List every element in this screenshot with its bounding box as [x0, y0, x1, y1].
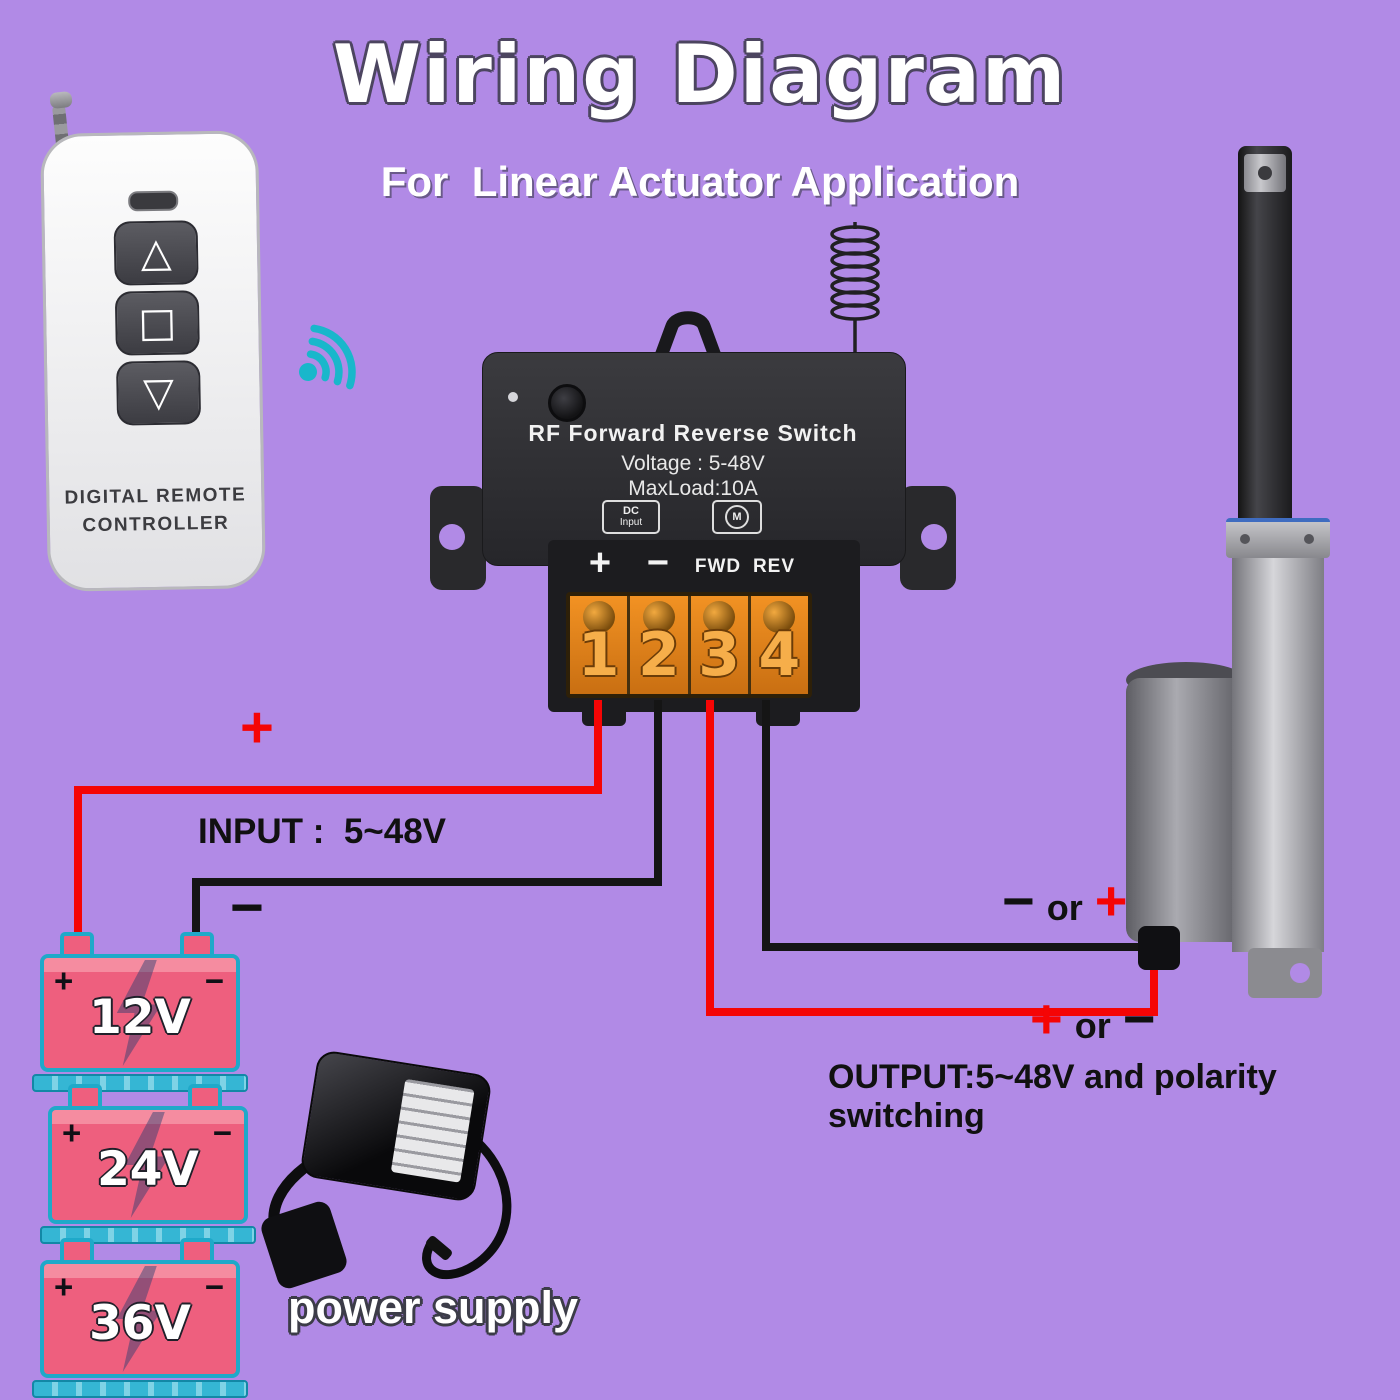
- or-text: or: [1046, 887, 1083, 928]
- bolt-icon: [1304, 534, 1314, 544]
- power-supply-label: power supply: [288, 1282, 579, 1333]
- battery-minus-sign: −: [204, 1268, 224, 1305]
- output-negative-wire: [762, 700, 1154, 951]
- rf-signal-icon: [299, 324, 356, 390]
- battery-plus-sign: +: [54, 1268, 74, 1305]
- mount-hole-icon: [921, 524, 947, 550]
- screw-icon: [763, 601, 796, 633]
- output-voltage-label: OUTPUT:5~48V and polarity switching: [828, 1058, 1277, 1135]
- mount-hole-icon: [1290, 963, 1310, 983]
- terminal-label-fwd: FWD: [694, 556, 742, 577]
- battery-minus-sign: −: [212, 1114, 232, 1151]
- receiver-title: RF Forward Reverse Switch: [528, 420, 858, 446]
- page-title: Wiring Diagram: [332, 28, 1068, 121]
- battery-shine: [52, 1110, 244, 1124]
- battery-shine: [44, 1264, 236, 1278]
- bolt-icon: [1240, 534, 1250, 544]
- power-supply-brick: [299, 1049, 493, 1203]
- actuator-mount-bracket: [1248, 948, 1322, 998]
- battery-12v: + − 12V: [32, 932, 248, 1100]
- plus-sign: +: [1094, 869, 1128, 932]
- receiver-foot: [582, 710, 626, 726]
- mount-hole-icon: [439, 524, 465, 550]
- battery-plus-sign: +: [54, 962, 74, 999]
- or-text: or: [1074, 1005, 1111, 1046]
- terminal-label-rev: REV: [752, 556, 796, 577]
- input-positive-wire: [74, 700, 602, 958]
- receiver-led: [508, 392, 518, 402]
- minus-sign: −: [1002, 869, 1035, 932]
- page-subtitle: For Linear Actuator Application: [380, 158, 1020, 205]
- terminal-3: 3: [690, 596, 751, 694]
- receiver-coil-antenna: [830, 222, 880, 360]
- minus-sign: −: [1122, 987, 1156, 1050]
- dc-cord: [422, 1135, 512, 1280]
- battery-body: + − 24V: [48, 1106, 248, 1224]
- receiver-learn-button: [548, 384, 586, 422]
- actuator-rod-hole: [1258, 166, 1272, 180]
- input-minus-sign: −: [230, 875, 264, 940]
- battery-voltage-label: 12V: [89, 990, 191, 1045]
- input-negative-wire: [192, 700, 662, 952]
- battery-shine: [44, 958, 236, 972]
- receiver-mount-tab-left: [430, 486, 486, 590]
- actuator-motor: [1126, 678, 1246, 942]
- receiver-box: [482, 352, 906, 566]
- terminal-1: 1: [570, 596, 631, 694]
- input-voltage-label: INPUT : 5~48V: [198, 812, 447, 851]
- power-supply-label-sticker: [390, 1078, 475, 1183]
- actuator-rod: [1238, 146, 1292, 544]
- screw-icon: [642, 601, 675, 633]
- screw-icon: [703, 601, 736, 633]
- output-polarity-bottom: + or −: [1030, 986, 1155, 1051]
- input-plus-sign: +: [240, 695, 274, 760]
- battery-minus-sign: −: [204, 962, 224, 999]
- terminal-label-minus: −: [646, 542, 670, 584]
- screw-icon: [582, 601, 615, 633]
- terminal-block: 1 2 3 4: [566, 592, 812, 698]
- receiver-hanger-loop: [651, 311, 725, 366]
- battery-voltage-label: 36V: [89, 1296, 191, 1351]
- battery-body: + − 12V: [40, 954, 240, 1072]
- output-positive-wire: [706, 700, 1158, 1016]
- battery-voltage-label: 24V: [97, 1142, 199, 1197]
- dc-input-icon: DC Input: [602, 500, 660, 534]
- receiver-maxload: MaxLoad:10A: [628, 477, 758, 500]
- terminal-label-plus: +: [588, 542, 612, 584]
- actuator-collar: [1226, 518, 1330, 558]
- battery-plus-sign: +: [62, 1114, 82, 1151]
- actuator-outer-tube: [1232, 556, 1324, 952]
- plus-sign: +: [1030, 987, 1063, 1050]
- actuator-wire-connector: [1138, 926, 1180, 970]
- battery-24v: + − 24V: [40, 1084, 256, 1252]
- output-polarity-top: − or +: [1002, 868, 1127, 933]
- battery-base: [32, 1380, 248, 1398]
- battery-36v: + − 36V: [32, 1238, 248, 1400]
- terminal-4: 4: [750, 596, 808, 694]
- motor-icon: M: [712, 500, 762, 534]
- receiver-voltage: Voltage : 5-48V: [621, 452, 765, 475]
- battery-body: + − 36V: [40, 1260, 240, 1378]
- terminal-2: 2: [630, 596, 691, 694]
- receiver-mount-tab-right: [900, 486, 956, 590]
